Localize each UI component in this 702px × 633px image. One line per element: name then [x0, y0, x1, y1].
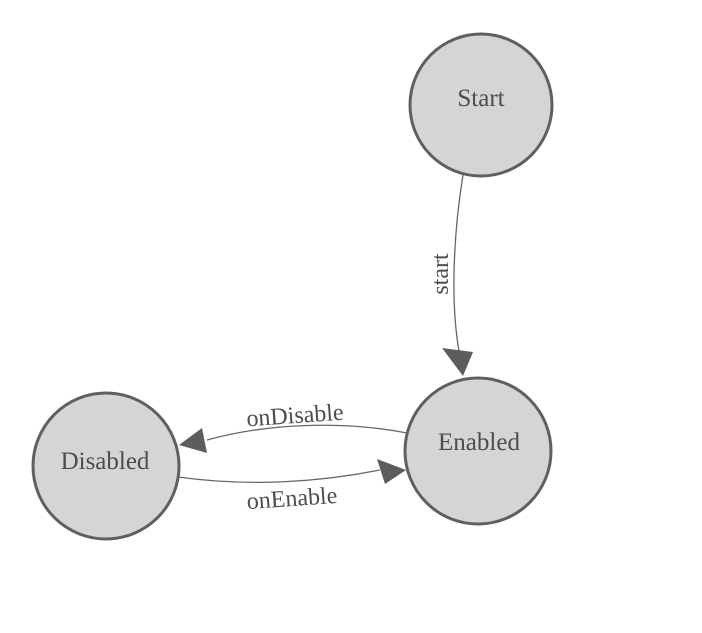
- node-disabled-label: Disabled: [61, 448, 150, 475]
- edge-start-to-enabled: start: [428, 174, 473, 376]
- arrowhead-down-icon: [442, 348, 473, 376]
- node-disabled-circle[interactable]: [31, 391, 181, 541]
- node-enabled-circle[interactable]: [403, 376, 553, 526]
- edge-start-line: [453, 174, 464, 352]
- edge-label-onenable: onEnable: [246, 483, 338, 515]
- node-start-circle[interactable]: [408, 32, 554, 178]
- arrowhead-left-icon: [179, 428, 207, 453]
- node-start-label: Start: [457, 85, 504, 112]
- edge-label-start: start: [428, 253, 454, 295]
- node-start[interactable]: Start: [408, 32, 554, 178]
- node-enabled-label: Enabled: [438, 429, 520, 456]
- node-enabled[interactable]: Enabled: [403, 376, 553, 526]
- node-disabled[interactable]: Disabled: [31, 391, 181, 541]
- edge-label-ondisable: onDisable: [246, 400, 345, 433]
- edge-disabled-to-enabled: onEnable: [177, 459, 406, 515]
- arrowhead-right-icon: [377, 459, 406, 484]
- edge-enabled-to-disabled: onDisable: [179, 400, 408, 453]
- edge-ondisable-line: [206, 424, 408, 441]
- edge-onenable-line: [177, 469, 381, 483]
